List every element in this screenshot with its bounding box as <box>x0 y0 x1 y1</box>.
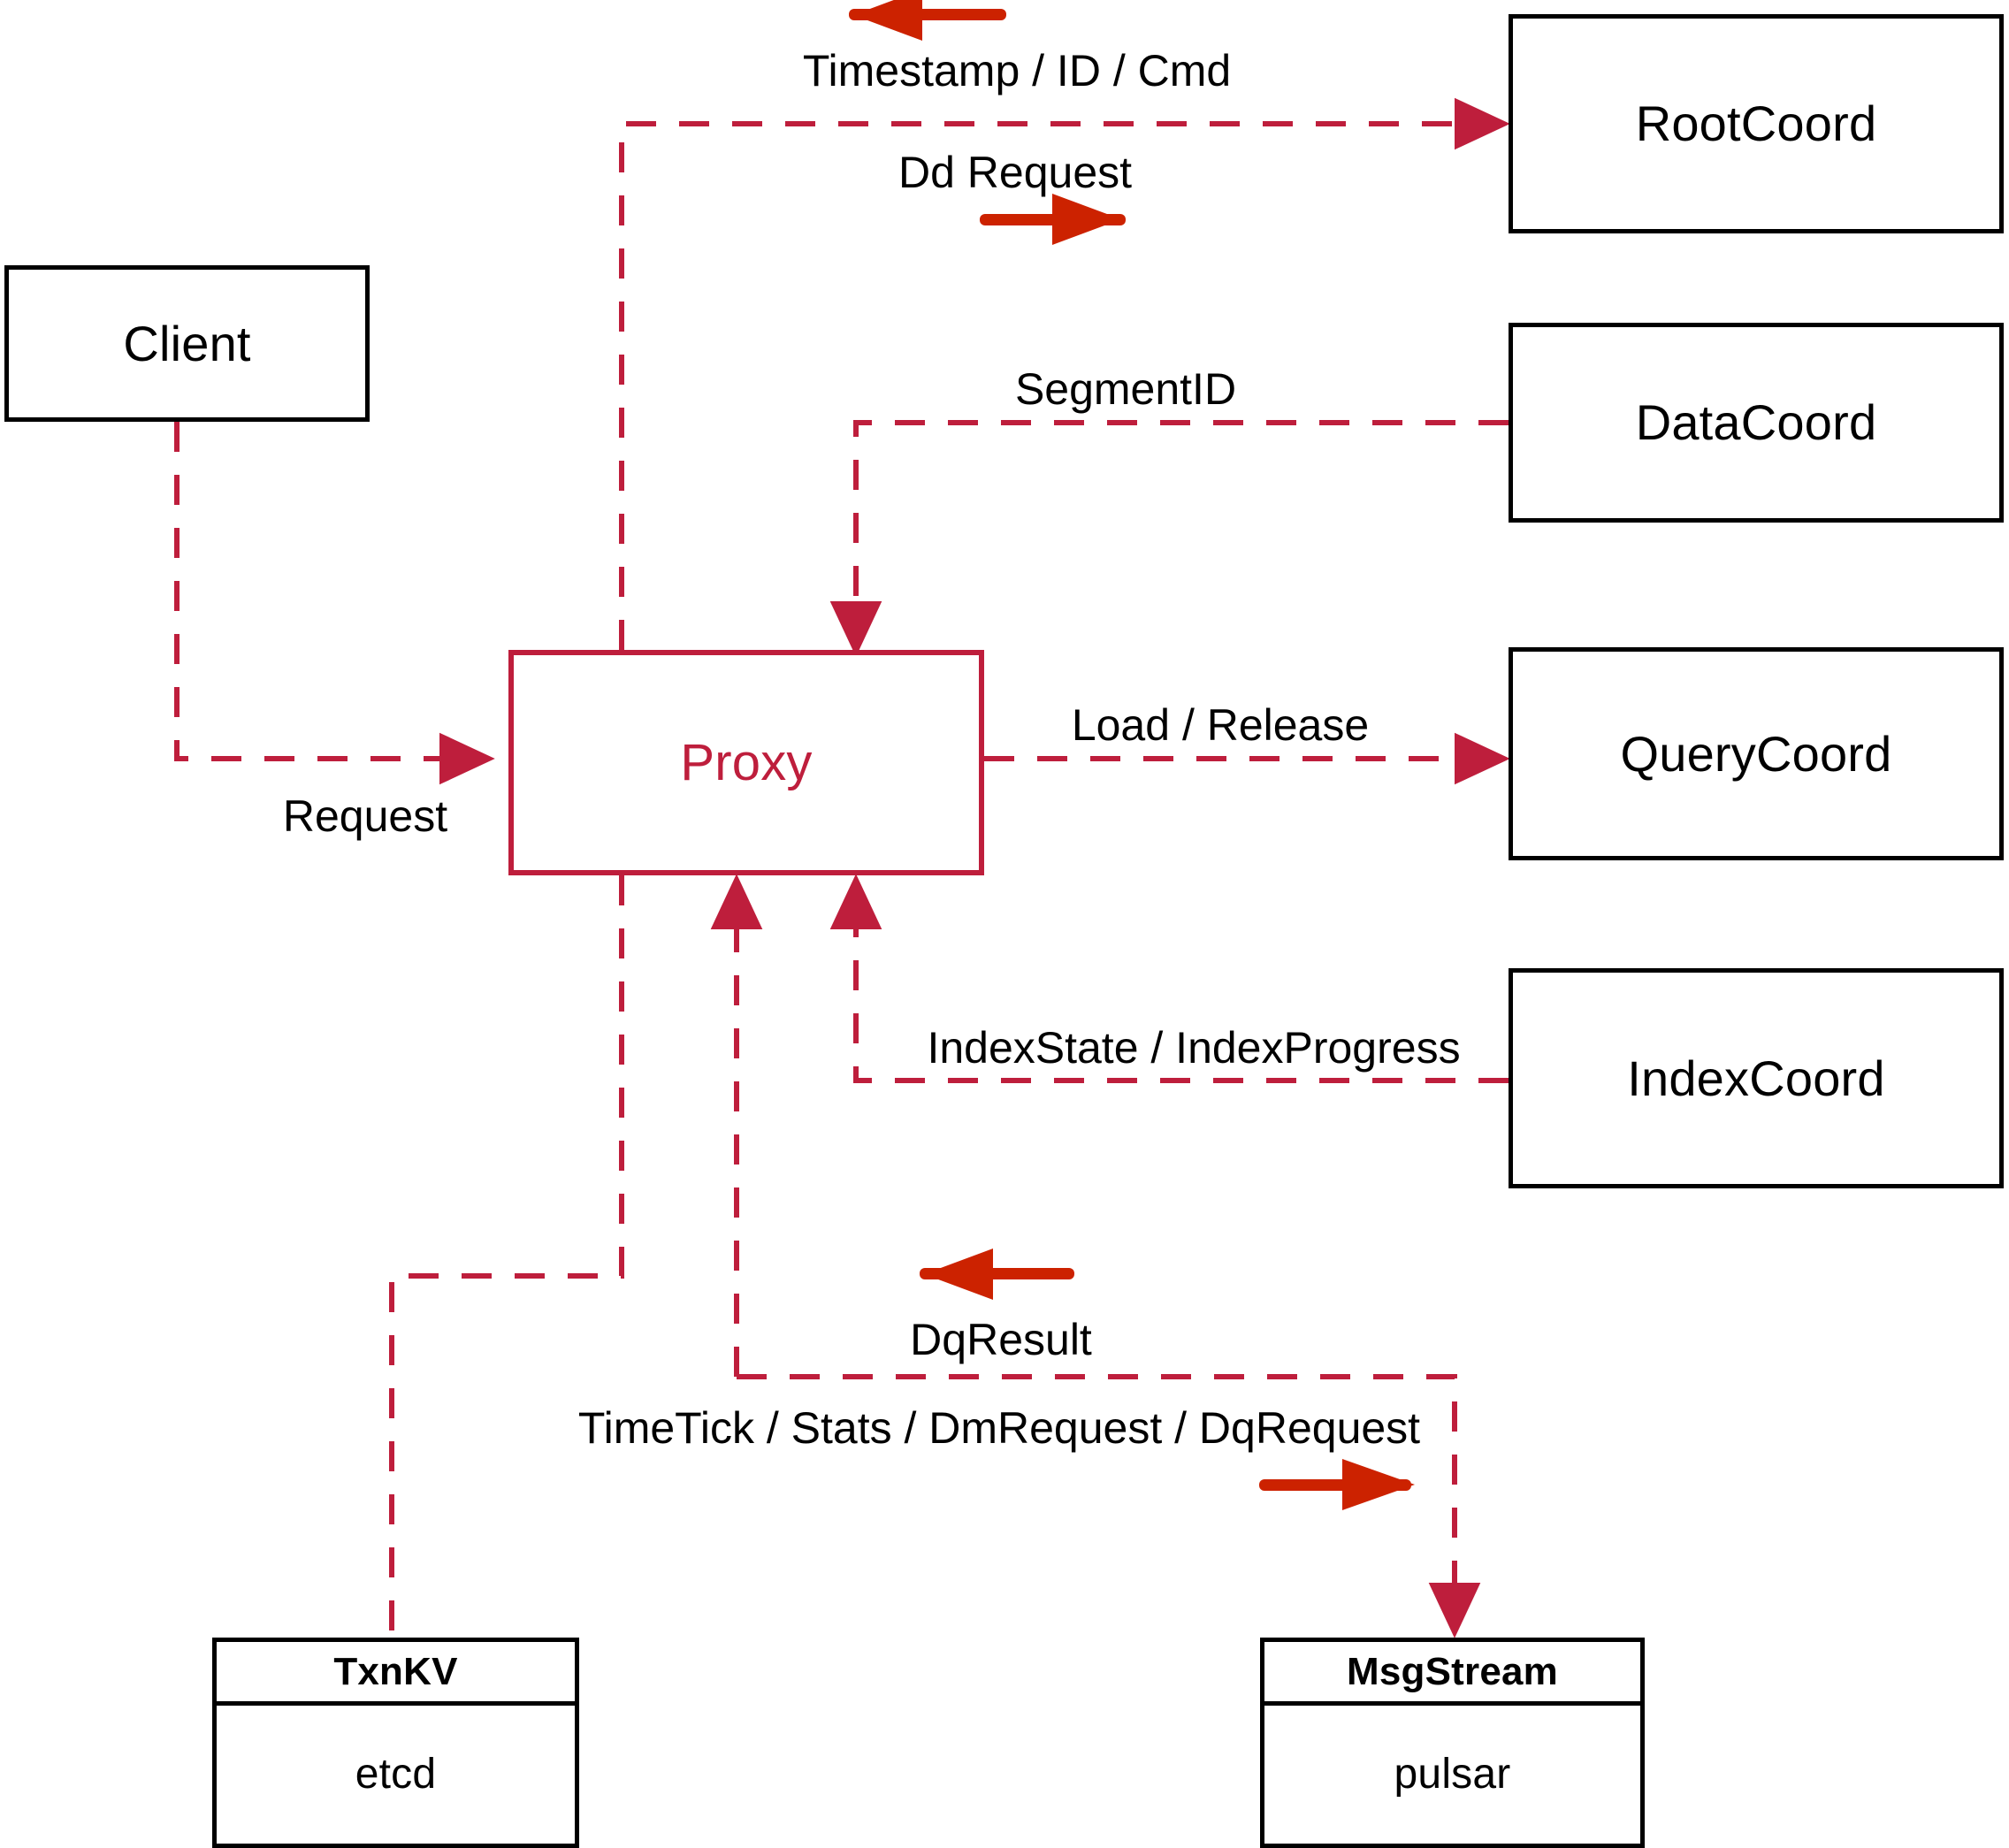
direction-arrow-right-dqrequest <box>1259 1459 1415 1510</box>
edge-proxy-to-txnkv <box>389 875 624 1638</box>
node-txnkv[interactable]: TxnKV etcd <box>212 1638 579 1848</box>
edge-label-dd-request: Dd Request <box>898 148 1133 197</box>
node-querycoord-label: QueryCoord <box>1620 725 1892 782</box>
node-datacoord[interactable]: DataCoord <box>1509 323 2004 523</box>
node-msgstream-header: MsgStream <box>1264 1642 1640 1706</box>
node-proxy[interactable]: Proxy <box>508 650 984 875</box>
edge-label-dqresult: DqResult <box>910 1315 1092 1364</box>
node-txnkv-title: TxnKV <box>333 1649 458 1693</box>
node-proxy-label: Proxy <box>680 733 813 791</box>
direction-arrow-left-timestamp <box>849 0 1006 41</box>
edge-datacoord-to-proxy <box>829 420 1509 657</box>
edge-label-indexstate-indexprogress: IndexState / IndexProgress <box>927 1023 1461 1073</box>
node-indexcoord-label: IndexCoord <box>1627 1050 1885 1106</box>
node-msgstream[interactable]: MsgStream pulsar <box>1260 1638 1645 1848</box>
node-txnkv-header: TxnKV <box>217 1642 575 1706</box>
edge-label-request: Request <box>282 791 448 841</box>
edge-label-load-release: Load / Release <box>1071 700 1370 750</box>
node-rootcoord-label: RootCoord <box>1635 95 1877 151</box>
edge-proxy-to-msgstream <box>737 1374 1481 1638</box>
node-txnkv-body: etcd <box>217 1706 575 1844</box>
edge-indexcoord-to-proxy <box>829 874 1509 1083</box>
node-client[interactable]: Client <box>4 265 370 422</box>
direction-indicator-group <box>849 0 1415 1510</box>
node-rootcoord[interactable]: RootCoord <box>1509 14 2004 233</box>
node-txnkv-impl: etcd <box>355 1751 437 1798</box>
node-querycoord[interactable]: QueryCoord <box>1509 647 2004 860</box>
node-indexcoord[interactable]: IndexCoord <box>1509 968 2004 1188</box>
node-datacoord-label: DataCoord <box>1635 394 1877 450</box>
direction-arrow-right-ddrequest <box>980 194 1126 245</box>
node-msgstream-impl: pulsar <box>1394 1751 1511 1798</box>
node-msgstream-title: MsgStream <box>1347 1649 1558 1693</box>
edge-proxy-to-rootcoord <box>619 97 1510 650</box>
node-client-label: Client <box>123 315 251 371</box>
edge-label-timetick-stats: TimeTick / Stats / DmRequest / DqRequest <box>577 1403 1421 1453</box>
node-msgstream-body: pulsar <box>1264 1706 1640 1844</box>
direction-arrow-left-dqresult <box>920 1249 1074 1300</box>
edge-label-segmentid: SegmentID <box>1014 364 1237 414</box>
edge-client-to-proxy <box>174 422 495 785</box>
edge-label-timestamp-id-cmd: Timestamp / ID / Cmd <box>802 46 1232 95</box>
